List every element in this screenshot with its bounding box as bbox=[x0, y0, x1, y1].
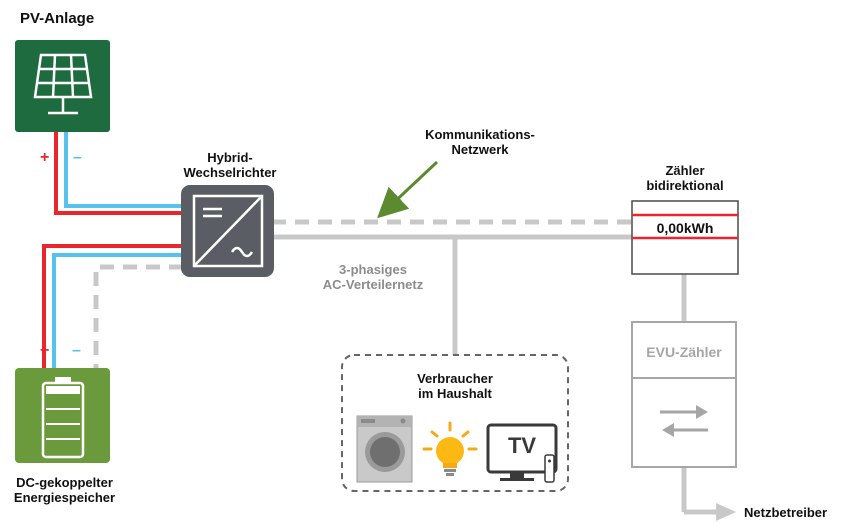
tv-label: TV bbox=[507, 433, 537, 458]
meter-label-line2: bidirektional bbox=[646, 178, 724, 193]
consumers-label-line1: Verbraucher bbox=[417, 371, 493, 386]
storage-box bbox=[15, 368, 110, 463]
evu-meter-label: EVU-Zähler bbox=[646, 344, 722, 360]
network-label: Kommunikations- Netzwerk bbox=[410, 127, 550, 157]
storage-label-line1: DC-gekoppelter bbox=[16, 475, 113, 490]
pv-label: PV-Anlage bbox=[20, 10, 95, 27]
network-label-line2: Netzwerk bbox=[451, 142, 509, 157]
ac-network-label-line2: AC-Verteilernetz bbox=[322, 277, 424, 292]
pv-plus-sign: + bbox=[40, 149, 50, 166]
pv-dc-cables bbox=[54, 128, 183, 215]
meter-label: Zähler bidirektional bbox=[618, 163, 752, 193]
bidirectional-meter bbox=[631, 200, 739, 275]
storage-label-line2: Energiespeicher bbox=[13, 490, 116, 505]
storage-minus-sign: – bbox=[72, 342, 81, 359]
battery-icon bbox=[41, 377, 85, 459]
inverter-label: Hybrid- Wechselrichter bbox=[160, 150, 300, 180]
grid-arrowhead bbox=[716, 503, 736, 521]
network-pointer-arrow bbox=[377, 160, 439, 219]
inverter-icon bbox=[192, 194, 264, 268]
pv-minus-sign: – bbox=[73, 149, 82, 166]
network-label-line1: Kommunikations- bbox=[425, 127, 535, 142]
consumers-box bbox=[341, 354, 569, 492]
inverter-label-line1: Hybrid- bbox=[207, 150, 253, 165]
storage-plus-sign: + bbox=[40, 342, 50, 359]
ac-network-label: 3-phasiges AC-Verteilernetz bbox=[303, 262, 443, 292]
grid-operator-label: Netzbetreiber bbox=[744, 505, 828, 520]
bidirectional-arrows-icon bbox=[660, 405, 708, 437]
ac-network-label-line1: 3-phasiges bbox=[339, 262, 407, 277]
storage-label: DC-gekoppelter Energiespeicher bbox=[7, 475, 122, 505]
washing-machine-icon bbox=[356, 415, 413, 483]
tv-icon bbox=[486, 423, 558, 483]
meter-reading: 0,00kWh bbox=[656, 220, 714, 236]
solar-panel-icon bbox=[33, 53, 93, 115]
storage-dc-cables bbox=[42, 244, 183, 368]
communication-network-line bbox=[93, 219, 632, 368]
pv-panel bbox=[15, 40, 110, 132]
evu-meter bbox=[631, 321, 737, 468]
inverter bbox=[181, 185, 274, 277]
ac-distribution-lines bbox=[272, 234, 718, 515]
consumers-label-line2: im Haushalt bbox=[418, 386, 492, 401]
light-bulb-icon bbox=[422, 421, 478, 476]
inverter-label-line2: Wechselrichter bbox=[183, 165, 277, 180]
consumers-label: Verbraucher im Haushalt bbox=[385, 371, 525, 401]
meter-label-line1: Zähler bbox=[665, 163, 705, 178]
